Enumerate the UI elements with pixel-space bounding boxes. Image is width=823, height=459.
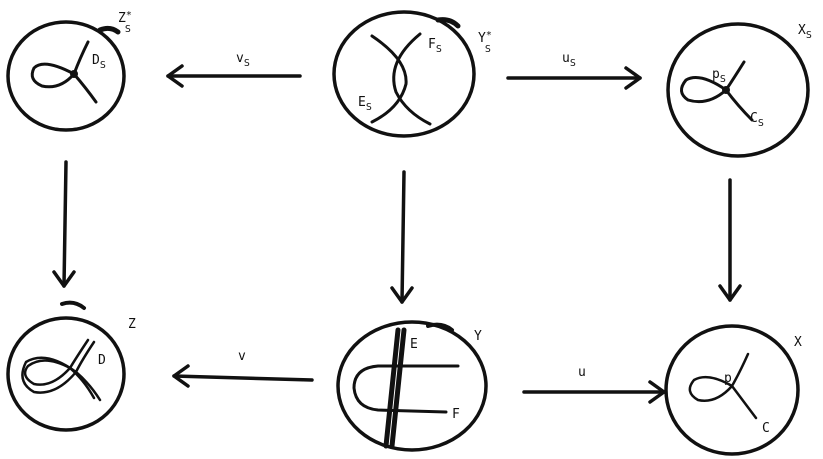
y-curve-f xyxy=(352,364,460,414)
arrow-vs-label: vS xyxy=(236,51,250,69)
arrow-u-head xyxy=(648,380,666,404)
y-circle-mark xyxy=(426,322,454,332)
y-circle xyxy=(336,320,488,452)
xs-space-label: XS xyxy=(798,23,812,41)
arrow-ys-y xyxy=(390,170,414,304)
arrow-us-head xyxy=(624,66,642,90)
arrow-ys-y-shaft xyxy=(400,170,406,304)
xs-point-ps xyxy=(722,86,730,94)
z-space-label: Z xyxy=(128,317,136,332)
z-circle-mark xyxy=(60,300,86,310)
arrow-u-label: u xyxy=(578,365,586,380)
zs-circle xyxy=(6,20,126,132)
arrow-u: u xyxy=(522,365,666,404)
ys-circle-mark xyxy=(435,17,461,29)
arrow-zs-z-shaft xyxy=(62,160,68,288)
zs-curve-label: DS xyxy=(92,53,106,71)
zs-circle-mark xyxy=(97,25,121,35)
ys-curve-f-label: FS xyxy=(428,37,442,55)
zs-node-point xyxy=(70,70,78,78)
node-ys: ES FS Y*S xyxy=(332,10,492,138)
y-curve-f-label: F xyxy=(452,407,460,422)
x-curve-label: C xyxy=(762,421,770,436)
xs-point-label: pS xyxy=(712,67,726,85)
x-space-label: X xyxy=(794,335,802,350)
arrow-v-label: v xyxy=(238,349,246,364)
arrow-v-head xyxy=(172,364,190,388)
y-curve-e-strand2 xyxy=(389,327,407,449)
z-curve-label: D xyxy=(98,353,106,368)
z-circle xyxy=(6,316,126,432)
arrow-us: uS xyxy=(506,51,642,90)
arrow-v: v xyxy=(172,349,314,388)
arrow-xs-x xyxy=(718,178,742,302)
node-zs: DS Z*S xyxy=(6,10,132,132)
ys-space-label: Y*S xyxy=(478,30,492,55)
y-space-label: Y xyxy=(474,329,482,344)
ys-curve-fs xyxy=(392,32,432,126)
y-curve-e-strand1 xyxy=(383,327,401,449)
x-circle xyxy=(664,324,800,456)
xs-circle xyxy=(666,22,810,158)
arrow-vs-head xyxy=(166,64,184,88)
ys-curve-e-label: ES xyxy=(358,95,372,113)
ys-curve-es xyxy=(370,34,408,124)
node-y: E F Y xyxy=(336,320,488,452)
arrow-us-label: uS xyxy=(562,51,576,69)
x-point-label: p xyxy=(724,371,732,386)
zs-curve-ds xyxy=(30,40,98,104)
arrow-zs-z-head xyxy=(52,270,76,288)
arrow-vs: vS xyxy=(166,51,302,88)
ys-circle xyxy=(332,10,476,138)
node-x: p C X xyxy=(664,324,802,456)
z-curve-d-strand1 xyxy=(23,338,96,400)
arrow-xs-x-head xyxy=(718,284,742,302)
y-curve-e-label: E xyxy=(410,337,418,352)
arrow-zs-z xyxy=(52,160,76,288)
z-curve-d-strand2 xyxy=(21,340,102,402)
x-curve-c xyxy=(688,352,758,420)
node-z: D Z xyxy=(6,300,136,432)
zs-space-label: Z*S xyxy=(118,10,132,35)
arrow-v-shaft xyxy=(172,374,314,382)
node-xs: pS CS XS xyxy=(666,22,812,158)
arrow-ys-y-head xyxy=(390,286,414,304)
xs-curve-label: CS xyxy=(750,111,764,129)
